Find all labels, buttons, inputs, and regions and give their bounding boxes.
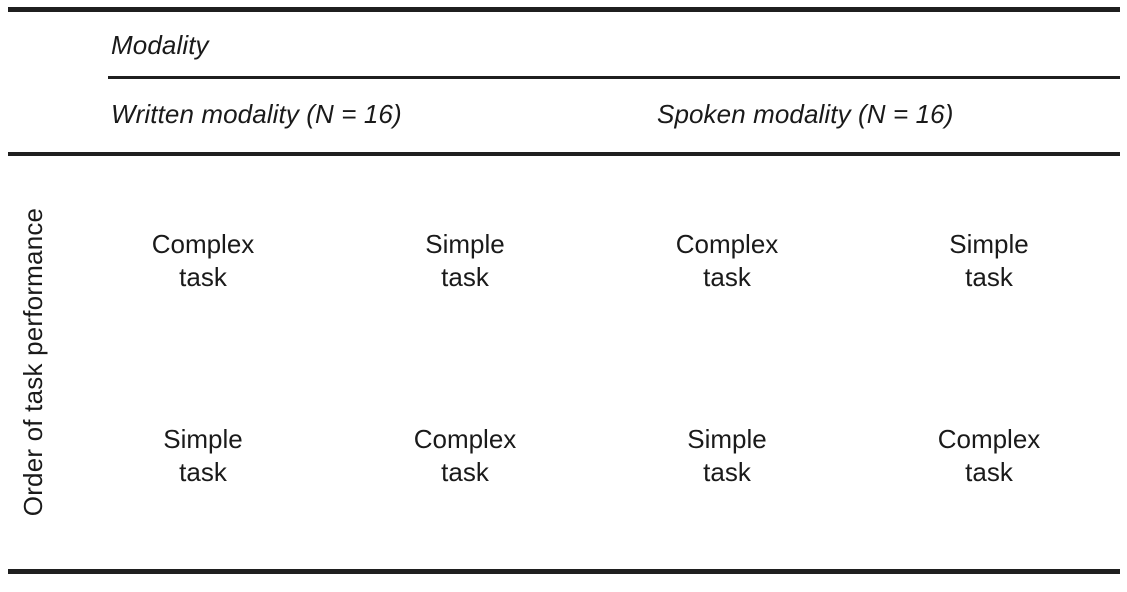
cell-line-secondary: task [179, 262, 227, 292]
table-top-rule [8, 7, 1120, 12]
table-cell: Simple task [334, 228, 596, 294]
header-bottom-rule [8, 152, 1120, 156]
cell-line-primary: Simple [425, 229, 505, 259]
cell-line-secondary: task [441, 457, 489, 487]
table-cell: Complex task [334, 423, 596, 489]
table-cell: Simple task [72, 423, 334, 489]
cell-line-secondary: task [441, 262, 489, 292]
cell-line-secondary: task [179, 457, 227, 487]
row-stub-label-order-of-task-performance: Order of task performance [18, 207, 48, 517]
group-header-spoken-modality: Spoken modality (N = 16) [657, 99, 954, 129]
cell-line-secondary: task [703, 262, 751, 292]
cell-line-primary: Complex [675, 229, 779, 259]
cell-line-primary: Simple [163, 424, 243, 454]
row-stub-area: Order of task performance [0, 158, 66, 566]
cell-line-secondary: task [703, 457, 751, 487]
cell-line-primary: Complex [151, 229, 255, 259]
spanner-header-modality: Modality [111, 30, 209, 60]
cell-line-secondary: task [965, 262, 1013, 292]
table-cell: Simple task [858, 228, 1120, 294]
group-header-written-modality: Written modality (N = 16) [111, 99, 402, 129]
cell-line-primary: Simple [687, 424, 767, 454]
cell-line-primary: Complex [937, 424, 1041, 454]
table-row: Complex task Simple task Complex task Si… [72, 228, 1120, 294]
cell-line-primary: Simple [949, 229, 1029, 259]
table-cell: Complex task [858, 423, 1120, 489]
table-row: Simple task Complex task Simple task Com… [72, 423, 1120, 489]
cell-line-secondary: task [965, 457, 1013, 487]
table-body: Complex task Simple task Complex task Si… [72, 156, 1120, 569]
spanner-rule [108, 76, 1120, 79]
cell-line-primary: Complex [413, 424, 517, 454]
table-cell: Complex task [596, 228, 858, 294]
table-bottom-rule [8, 569, 1120, 574]
table-cell: Simple task [596, 423, 858, 489]
table-cell: Complex task [72, 228, 334, 294]
